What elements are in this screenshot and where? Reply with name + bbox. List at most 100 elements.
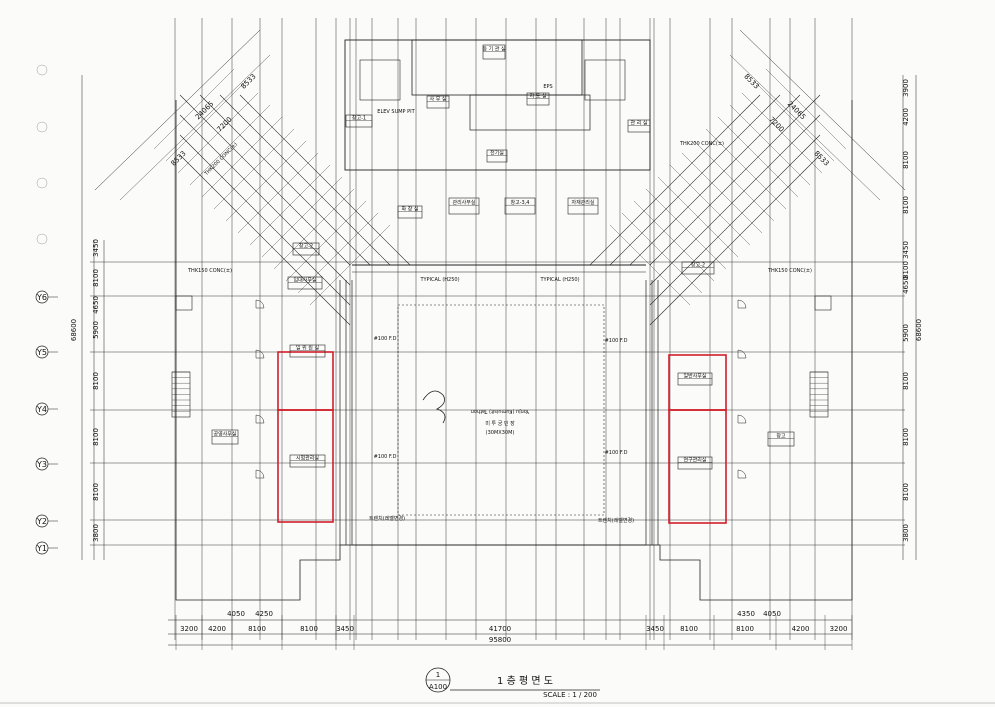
wing-cross-line [229,104,271,146]
wing-cross-line [609,224,651,266]
wing-cross-line [697,216,739,258]
dim-bottom-0: 3200 [180,625,198,633]
wing-cross-line [249,204,291,246]
title-scale-no: A100 [429,683,447,691]
dim-right-row-5: 8100 [902,261,910,279]
wing-diagonal-line [239,94,411,266]
room-toilet [397,205,423,219]
elev-right [814,295,832,311]
dim-left-row-0: 3450 [92,239,100,257]
wing-cross-line [805,108,847,150]
wing-diagonal-line [649,94,821,266]
room-office-3-label: 자재관리실 [571,199,594,206]
room-left-wing-1 [289,344,326,358]
room-top-center-3 [526,92,550,106]
callout-eps: EPS [543,84,552,90]
dim-right-total: 68600 [915,319,923,341]
wing-cross-line [277,152,319,194]
callout-fd-2: #100 F.D [374,454,397,460]
callout-typical-right: TYPICAL (H250) [539,277,579,283]
callout-thk200-left: THK200 CONC(±) [203,142,239,178]
building-outline [175,100,853,601]
room-top-center-2 [426,95,450,109]
plaza-size: (30MX30M) [486,430,515,436]
wing-cross-line [225,180,267,222]
dim-bottom-3: 8100 [300,625,318,633]
dim-bottom-7: 8100 [680,625,698,633]
drawing-lines [0,18,995,704]
wing-cross-line [753,80,795,122]
callout-thk150-right: THK150 CONC(±) [767,268,812,274]
dim-right-row-2: 8100 [902,151,910,169]
door-swing [737,414,747,424]
room-left-room-1 [211,429,239,445]
dim-bottom-sub-right-0: 4350 [737,610,755,618]
room-top-center-1 [482,44,506,60]
dim-left-row-3: 5900 [92,321,100,339]
callout-fd-1: #100 F.D [374,336,397,342]
room-left-office-label: 임대사무실 [293,277,316,284]
callout-thk200-right: THK200 CONC(±) [679,141,724,147]
dim-right-row-10: 8100 [902,483,910,501]
room-right-wing-1-label: 일반사무실 [683,373,706,380]
room-left-office [287,276,323,290]
dim-right-row-11: 3800 [902,524,910,542]
highlight-room-right-bottom [668,409,727,524]
room-left-store-2 [345,114,373,128]
diag-dim-line [119,54,271,201]
wing-diagonal-line [199,94,371,266]
dim-bottom-6: 3450 [646,625,664,633]
highlight-room-right-top [668,354,727,411]
room-small [627,119,651,133]
room-left-store-1-label: 창고-2 [299,243,313,250]
dim-left-total: 68600 [70,319,78,341]
dim-bottom-total: 95800 [489,636,511,644]
room-right-room-label: 창고 [776,432,786,439]
wing-cross-line [645,188,687,230]
room-top-center-2-label: 사 무 실 [430,96,447,103]
dim-left-row-5: 8100 [92,428,100,446]
wing-cross-line [349,224,391,266]
dim-bottom-4: 3450 [336,625,354,633]
wing-cross-line [721,192,763,234]
room-office-2 [504,197,536,215]
wing-cross-line [205,80,247,122]
highlight-room-left-bottom [277,409,334,523]
wing-cross-line [745,168,787,210]
dim-diag-left-1: 7200 [215,115,233,133]
wing-cross-line [237,192,279,234]
room-right-store-label: 창고-2 [691,262,705,269]
diag-dim-line [739,29,906,191]
diag-dim-line [729,54,881,201]
room-left-room-1-label: 공영사무실 [213,430,236,437]
wing-cross-line [273,228,315,270]
dim-bottom-2: 8100 [248,625,266,633]
callout-fd-3: #100 F.D [605,338,628,344]
title-drawing-no: 1 [436,671,440,679]
wing-cross-line [289,164,331,206]
plaza-mirrored-text: Yonju (Kumuisit) Tathon [471,408,531,414]
wing-cross-line [265,140,307,182]
dim-bottom-5: 41700 [489,625,511,633]
grid-bubble-faint [36,64,48,76]
wing-cross-line [633,200,675,242]
grid-bubble-label: Y5 [36,348,47,357]
room-left-wing-1-label: 일 위 원 실 [296,345,320,352]
dim-left-row-6: 8100 [92,483,100,501]
callout-typical-left: TYPICAL (H250) [419,277,459,283]
dim-left-row-7: 3800 [92,524,100,542]
wing-cross-line [729,104,771,146]
door-swing [737,299,747,309]
door-swing [255,349,265,359]
room-top-center-3-label: 지 도 실 [530,93,547,100]
wing-diagonal-line [179,154,351,326]
wing-cross-line [313,188,355,230]
dim-bottom-9: 4200 [792,625,810,633]
dim-left-row-4: 8100 [92,372,100,390]
elev-left [175,295,193,311]
wing-cross-line [153,108,195,150]
grid-bubble-label: Y2 [36,517,47,526]
callout-trench-left: 트렌치(레벨변경) [369,515,405,522]
room-right-store [681,261,715,275]
wing-cross-line [325,200,367,242]
